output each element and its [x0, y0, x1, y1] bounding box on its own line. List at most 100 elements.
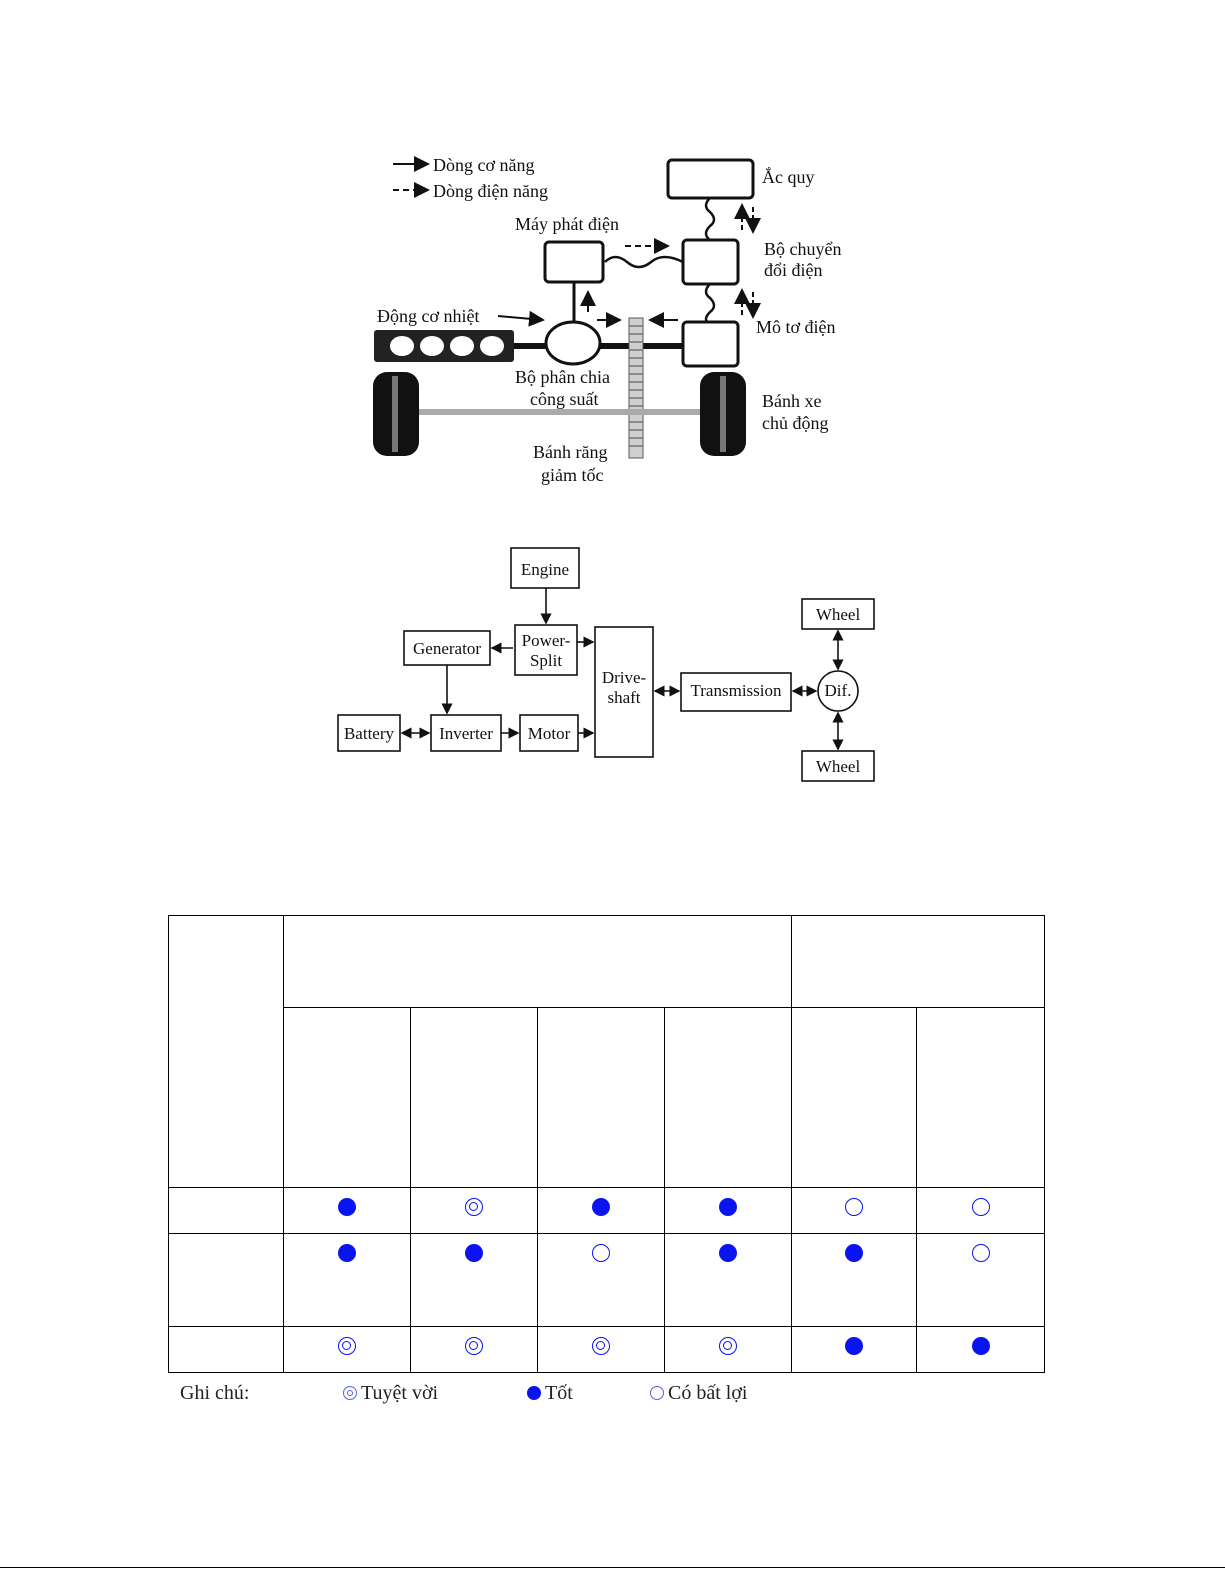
legend-good-label: Tốt — [545, 1382, 573, 1404]
rating-cell — [410, 1187, 538, 1234]
good-rating-icon — [845, 1337, 863, 1355]
rating-cell — [283, 1233, 411, 1327]
header-col-6 — [916, 1007, 1045, 1188]
mech-flow-legend-label: Dòng cơ năng — [433, 155, 535, 175]
splitter-label-1: Bộ phân chia — [515, 367, 610, 387]
rating-cell — [410, 1326, 538, 1373]
bad-rating-icon — [592, 1244, 610, 1262]
header-col-3 — [537, 1007, 665, 1188]
rating-cell — [537, 1326, 665, 1373]
differential-circle — [817, 670, 859, 712]
rating-cell — [537, 1187, 665, 1234]
gear-label-1: Bánh răng — [533, 442, 607, 462]
rating-legend: Ghi chú: Tuyệt vời Tốt Có bất lợi — [180, 1380, 880, 1410]
rating-cell — [791, 1233, 917, 1327]
power-split-text-1: Power- — [522, 631, 571, 650]
engine-cylinder-4 — [480, 336, 504, 356]
engine-text: Engine — [521, 560, 569, 579]
driveshaft-box — [594, 626, 654, 758]
header-col-5 — [791, 1007, 917, 1188]
header-col-2 — [410, 1007, 538, 1188]
generator-text: Generator — [413, 639, 481, 658]
power-split-block-diagram: Engine Power- Split Generator Drive- sha… — [335, 545, 880, 785]
page-bottom-rule — [0, 1567, 1225, 1568]
table-row — [168, 1233, 1045, 1327]
wheel-label-2: chủ động — [762, 413, 829, 433]
bad-rating-icon — [971, 1198, 990, 1216]
rating-cell — [916, 1187, 1045, 1234]
rating-cell — [283, 1326, 411, 1373]
good-rating-icon — [971, 1337, 990, 1355]
engine-block-box — [510, 547, 580, 589]
transmission-box — [680, 672, 792, 712]
header-group-1 — [283, 915, 792, 1008]
legend-excellent-label: Tuyệt vời — [361, 1382, 439, 1404]
gear-label-2: giảm tốc — [541, 465, 603, 485]
header-col-1 — [283, 1007, 411, 1188]
motor-label: Mô tơ điện — [756, 317, 836, 337]
legend-bad-label: Có bất lợi — [668, 1382, 748, 1404]
battery-text: Battery — [344, 724, 395, 743]
generator-cable — [604, 255, 684, 269]
driveshaft-text-1: Drive- — [602, 668, 647, 687]
elec-flow-legend-label: Dòng điện năng — [433, 181, 548, 201]
wheel-top-text: Wheel — [816, 605, 861, 624]
wheel-bottom-text: Wheel — [816, 757, 861, 776]
row-label-cell — [168, 1326, 284, 1373]
legend-bad: Có bất lợi — [650, 1382, 747, 1405]
generator-label: Máy phát điện — [515, 214, 619, 234]
reduction-gear — [628, 317, 644, 459]
header-col-4 — [664, 1007, 792, 1188]
wheel-bottom-box — [801, 750, 875, 782]
battery-cable — [704, 197, 716, 241]
good-rating-icon — [338, 1244, 356, 1262]
good-rating-icon — [465, 1244, 483, 1262]
engine-pointer-arrow — [497, 310, 545, 327]
hybrid-layout-figure: Dòng cơ năng Dòng điện năng Ắc quy Bộ ch… — [360, 150, 880, 495]
good-rating-icon — [527, 1386, 541, 1400]
reduction-gear-teeth — [629, 325, 643, 447]
good-rating-icon — [338, 1198, 356, 1216]
row-header-corner — [168, 915, 284, 1188]
engine-label: Động cơ nhiệt — [377, 306, 480, 326]
bad-rating-icon — [971, 1244, 990, 1262]
rating-cell — [537, 1233, 665, 1327]
legend-title: Ghi chú: — [180, 1382, 250, 1404]
generator-box — [543, 240, 605, 284]
transmission-text: Transmission — [690, 681, 782, 700]
excellent-rating-icon — [592, 1337, 610, 1355]
inverter-text: Inverter — [439, 724, 493, 743]
legend-good: Tốt — [527, 1382, 573, 1405]
right-wheel-rim — [720, 376, 726, 452]
good-rating-icon — [719, 1244, 737, 1262]
dif-text: Dif. — [825, 681, 852, 700]
table-row — [168, 1187, 1045, 1234]
converter-label-2: đổi điện — [764, 260, 823, 280]
good-rating-icon — [592, 1198, 610, 1216]
excellent-rating-icon — [465, 1198, 483, 1216]
engine-cylinder-2 — [420, 336, 444, 356]
excellent-rating-icon — [719, 1337, 737, 1355]
motor-cable — [704, 283, 716, 326]
converter-box — [681, 238, 740, 286]
rating-cell — [916, 1233, 1045, 1327]
row-label-cell — [168, 1233, 284, 1327]
table-row — [168, 1326, 1045, 1373]
battery-box — [337, 714, 401, 752]
excellent-rating-icon — [343, 1386, 357, 1400]
rating-cell — [664, 1187, 792, 1234]
legend-excellent: Tuyệt vời — [343, 1382, 438, 1405]
comparison-table — [168, 915, 1045, 1373]
excellent-rating-icon — [338, 1337, 356, 1355]
good-rating-icon — [719, 1198, 737, 1216]
header-group-2 — [791, 915, 1045, 1008]
power-split-box — [514, 624, 578, 676]
engine-cylinder-3 — [450, 336, 474, 356]
left-wheel-rim — [392, 376, 398, 452]
rating-cell — [410, 1233, 538, 1327]
excellent-rating-icon — [465, 1337, 483, 1355]
battery-box — [666, 158, 755, 200]
driveshaft-text-2: shaft — [607, 688, 640, 707]
rating-cell — [283, 1187, 411, 1234]
rating-cell — [791, 1326, 917, 1373]
